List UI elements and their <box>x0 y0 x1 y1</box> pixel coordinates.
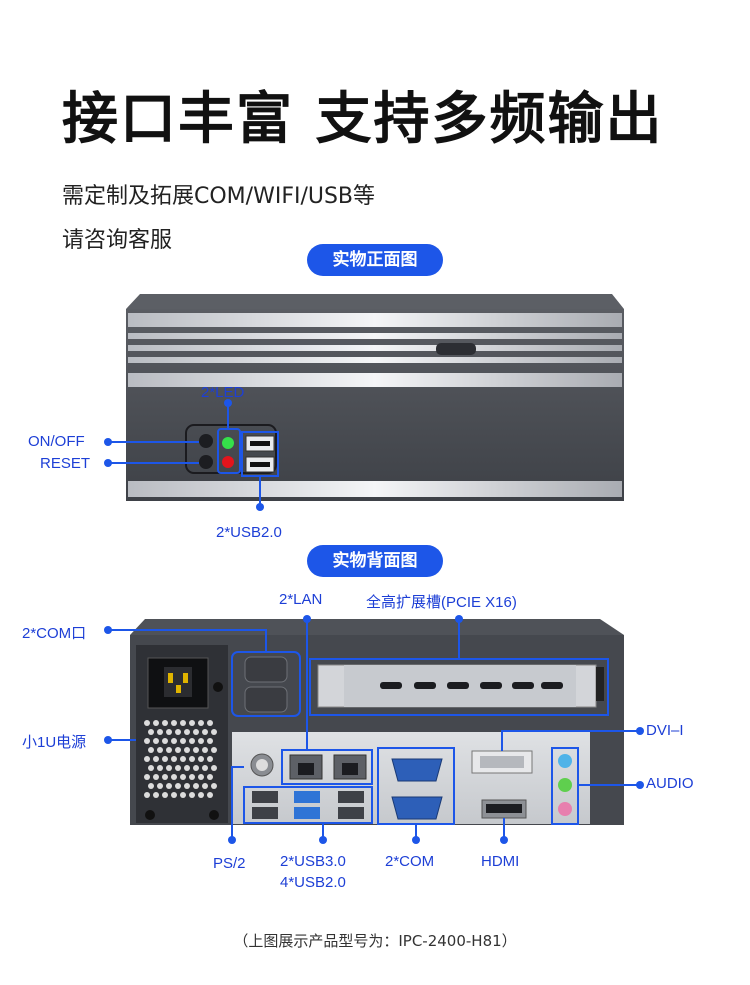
back-panel-illustration <box>104 615 644 844</box>
audio-label: AUDIO <box>646 775 694 792</box>
hdmi-label: HDMI <box>481 853 520 870</box>
ps2-label: PS/2 <box>213 855 246 872</box>
chassis-front <box>126 309 624 501</box>
reset-label: RESET <box>40 455 91 472</box>
front-usb-label: 2*USB2.0 <box>216 524 282 541</box>
com-bottom-label: 2*COM <box>385 853 435 870</box>
led-label: 2*LED <box>201 384 245 401</box>
dvi-label: DVI–I <box>646 722 684 739</box>
com-top-label: 2*COM口 <box>22 625 87 642</box>
usb3-label: 2*USB3.0 <box>280 853 346 870</box>
lan-label: 2*LAN <box>279 591 323 608</box>
subtitle-contact: 请咨询客服 <box>62 228 173 253</box>
front-view-badge: 实物正面图 <box>307 244 443 276</box>
onoff-label: ON/OFF <box>28 433 85 450</box>
subtitle-customization: 需定制及拓展COM/WIFI/USB等 <box>62 184 376 209</box>
power-button <box>199 434 213 448</box>
reset-button <box>199 455 213 469</box>
hdd-led <box>222 456 234 468</box>
front-panel-illustration <box>104 294 624 511</box>
model-note: （上图展示产品型号为：IPC-2400-H81） <box>233 932 517 950</box>
pcie-label: 全高扩展槽(PCIE X16) <box>366 594 517 611</box>
back-view-badge: 实物背面图 <box>307 545 443 577</box>
power-led <box>222 437 234 449</box>
psu-label: 小1U电源 <box>22 734 87 751</box>
chassis-top <box>126 294 624 309</box>
usb2-label: 4*USB2.0 <box>280 874 346 891</box>
page-title: 接口丰富 支持多频输出 <box>62 87 664 152</box>
